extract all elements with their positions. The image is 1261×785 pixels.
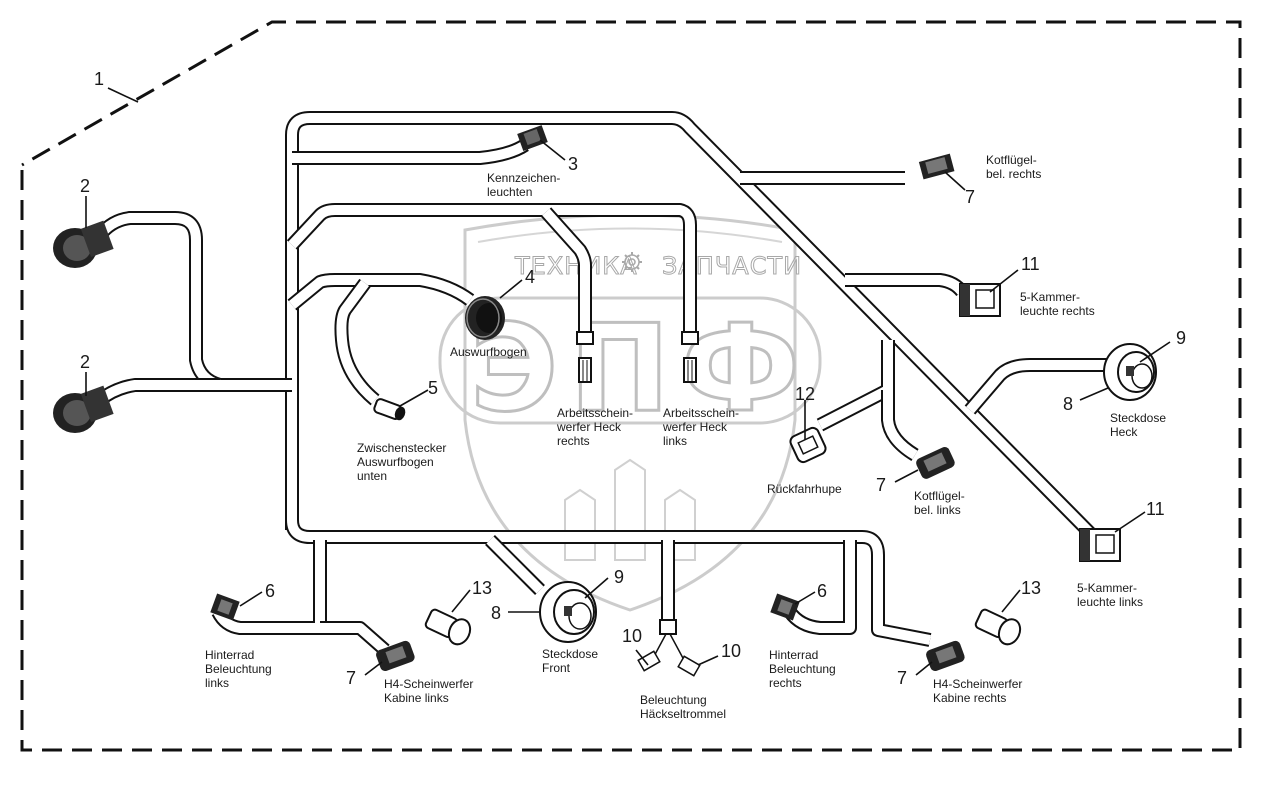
watermark-wheat: [564, 458, 696, 561]
callout-numbers: 1 2 2 3 4 5 6 6 7 7 7 7 8 8 9 9 10 10 11…: [80, 69, 1186, 688]
connector-12: [789, 426, 827, 464]
callout-2a: 2: [80, 176, 90, 196]
label-kennzeichenleuchten: Kennzeichen- leuchten: [487, 171, 564, 199]
watermark-logo: ЭПФ: [470, 300, 800, 439]
connector-4: [465, 296, 505, 340]
label-kotfluegel-rechts: Kotflügel- bel. rechts: [986, 153, 1041, 181]
callout-2b: 2: [80, 352, 90, 372]
label-hinterrad-links: Hinterrad Beleuchtung links: [205, 648, 275, 690]
label-beleuchtung-haeckseltrommel: Beleuchtung Häckseltrommel: [640, 693, 726, 721]
connector-7-h4-links: [376, 640, 415, 672]
connector-13-rechts: [974, 608, 1022, 646]
callout-9a: 9: [1176, 328, 1186, 348]
callout-7b: 7: [876, 475, 886, 495]
callout-5: 5: [428, 378, 438, 398]
leader-lines: [85, 87, 1171, 676]
connector-2b: [53, 385, 114, 433]
connector-7-kotfluegel-links: [916, 446, 955, 479]
callout-1: 1: [94, 69, 104, 89]
callout-13a: 13: [472, 578, 492, 598]
connector-8-9-heck: [1103, 343, 1157, 401]
label-auswurfbogen: Auswurfbogen: [450, 345, 527, 359]
gear-icon: [622, 252, 642, 272]
connector-arbeits-rechts: [576, 331, 594, 383]
connector-5: [373, 398, 406, 421]
callout-8a: 8: [1063, 394, 1073, 414]
callout-7d: 7: [897, 668, 907, 688]
connector-3: [517, 125, 548, 151]
connector-6-links: [210, 593, 240, 621]
connector-11-links: [1079, 528, 1121, 562]
callout-10a: 10: [622, 626, 642, 646]
component-labels: Kennzeichen- leuchten Kotflügel- bel. re…: [205, 153, 1169, 721]
callout-8b: 8: [491, 603, 501, 623]
connector-13-links: [424, 608, 472, 646]
callout-11b: 11: [1146, 499, 1165, 519]
label-h4-scheinwerfer-rechts: H4-Scheinwerfer Kabine rechts: [933, 677, 1026, 705]
watermark-text-left: ТЕХНИКА: [514, 252, 638, 280]
label-5-kammer-rechts: 5-Kammer- leuchte rechts: [1020, 290, 1095, 318]
callout-6a: 6: [265, 581, 275, 601]
callout-13b: 13: [1021, 578, 1041, 598]
callout-7a: 7: [965, 187, 975, 207]
callout-11a: 11: [1021, 254, 1040, 274]
label-arbeitsscheinwerfer-rechts: Arbeitsschein- werfer Heck rechts: [556, 406, 636, 448]
connector-7-h4-rechts: [926, 640, 965, 672]
callout-7c: 7: [346, 668, 356, 688]
connector-arbeits-links: [681, 331, 699, 383]
label-rueckfahrhupe: Rückfahrhupe: [767, 482, 842, 496]
label-h4-scheinwerfer-links: H4-Scheinwerfer Kabine links: [384, 677, 477, 705]
label-steckdose-heck: Steckdose Heck: [1110, 411, 1169, 439]
callout-9b: 9: [614, 567, 624, 587]
callout-4: 4: [525, 267, 535, 287]
callout-12: 12: [795, 384, 815, 404]
label-kotfluegel-links: Kotflügel- bel. links: [914, 489, 968, 517]
callout-10b: 10: [721, 641, 741, 661]
label-zwischenstecker: Zwischenstecker Auswurfbogen unten: [357, 441, 450, 483]
connector-2a: [53, 220, 114, 268]
connector-6-rechts: [770, 593, 800, 621]
callout-6b: 6: [817, 581, 827, 601]
callout-3: 3: [568, 154, 578, 174]
label-5-kammer-links: 5-Kammer- leuchte links: [1077, 581, 1143, 609]
label-hinterrad-rechts: Hinterrad Beleuchtung rechts: [769, 648, 839, 690]
connector-10-split: [637, 619, 701, 677]
label-arbeitsscheinwerfer-links: Arbeitsschein- werfer Heck links: [662, 406, 742, 448]
label-steckdose-front: Steckdose Front: [542, 647, 601, 675]
connector-8-9-front: [539, 581, 597, 643]
harness-boundary: [20, 20, 1242, 752]
